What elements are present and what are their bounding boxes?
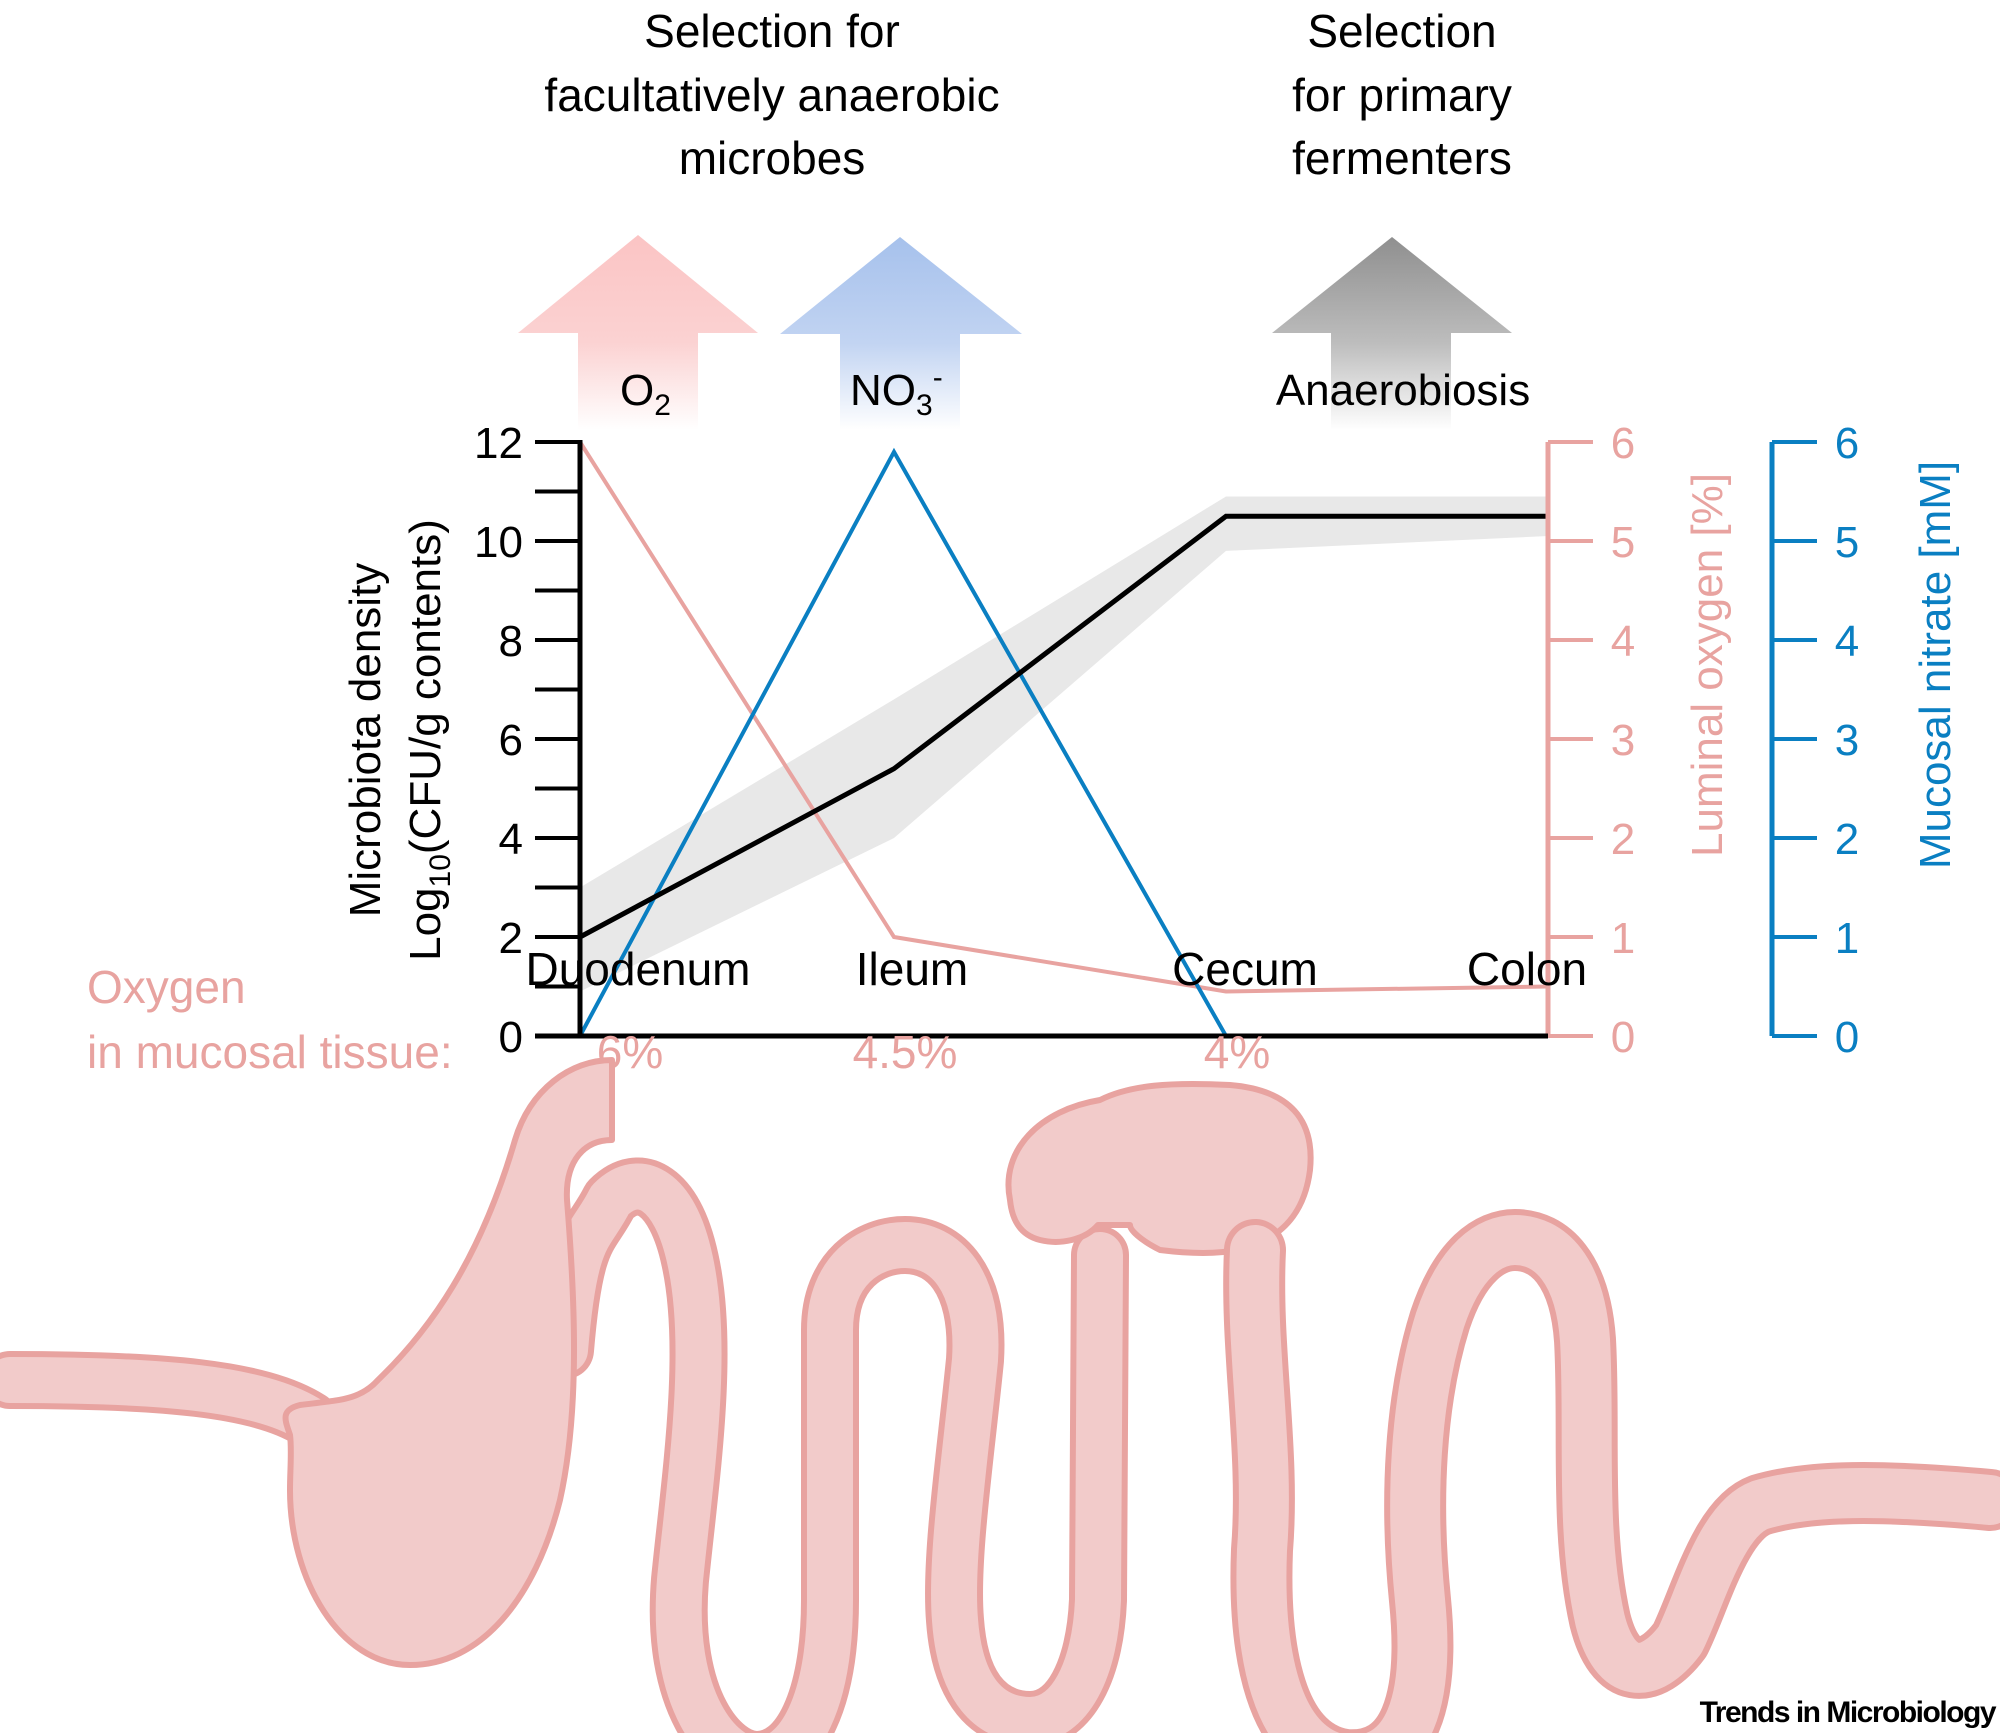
mucosal-nitrate-axis-tick-label: 6 xyxy=(1835,419,1859,468)
left-axis: 0 2 4 6 8 10 12 xyxy=(474,419,583,1062)
mucosal-nitrate-axis-tick-label: 2 xyxy=(1835,815,1859,864)
nitrate-arrow-label: NO3- xyxy=(850,361,943,422)
journal-footer: Trends in Microbiology xyxy=(1700,1696,1997,1729)
left-axis-label-line2: Log10(CFU/g contents) xyxy=(401,519,457,961)
luminal-oxygen-axis-tick-label: 2 xyxy=(1611,815,1635,864)
luminal-oxygen-axis-tick-label: 5 xyxy=(1611,518,1635,567)
density-confidence-band xyxy=(580,496,1548,992)
microbiota-density-line xyxy=(578,513,1548,940)
oxygen-tissue-ileum: 4.5% xyxy=(853,1026,958,1078)
left-axis-tick-label: 12 xyxy=(474,419,523,468)
luminal-oxygen-axis-tick-label: 3 xyxy=(1611,716,1635,765)
x-axis-category-label: Colon xyxy=(1467,943,1587,995)
oxygen-arrow-label: O2 xyxy=(620,366,671,422)
oxygen-tissue-label-line2: in mucosal tissue: xyxy=(87,1026,453,1078)
colon-fill xyxy=(1229,1215,2000,1733)
x-axis: Duodenum Ileum Cecum Colon xyxy=(525,943,1587,1039)
left-axis-tick-label: 0 xyxy=(499,1013,523,1062)
heading-right-line2: for primary xyxy=(1292,69,1512,121)
heading-left-line3: microbes xyxy=(679,132,866,184)
series-layer xyxy=(578,440,1549,1037)
left-axis-label-line1: Microbiota density xyxy=(341,563,390,918)
right1-axis-label: Luminal oxygen [%] xyxy=(1683,473,1732,857)
left-axis-tick-label: 4 xyxy=(499,815,523,864)
luminal-oxygen-axis-tick-label: 0 xyxy=(1611,1013,1635,1062)
nitrate-arrow-shape xyxy=(780,237,1022,430)
left-axis-tick-label: 2 xyxy=(499,914,523,963)
luminal-oxygen-axis-tick-label: 4 xyxy=(1611,617,1635,666)
anaerobiosis-arrow: Anaerobiosis xyxy=(1272,237,1530,430)
left-axis-tick-label: 6 xyxy=(499,716,523,765)
luminal-oxygen-axis: 0 1 2 3 4 5 6 xyxy=(1545,419,1635,1062)
x-axis-category-label: Duodenum xyxy=(525,943,750,995)
oxygen-tissue-label-line1: Oxygen xyxy=(87,961,246,1013)
mucosal-nitrate-axis-tick-label: 1 xyxy=(1835,914,1859,963)
mucosal-nitrate-axis-tick-label: 0 xyxy=(1835,1013,1859,1062)
oxygen-tissue-annotation: Oxygen in mucosal tissue: 6% 4.5% 4% xyxy=(87,961,1270,1078)
x-axis-category-label: Cecum xyxy=(1172,943,1318,995)
stomach xyxy=(282,1057,615,1668)
cecum xyxy=(1005,1080,1314,1256)
anaerobiosis-arrow-shape xyxy=(1272,237,1512,430)
right2-axis-label: Mucosal nitrate [mM] xyxy=(1911,461,1960,869)
luminal-oxygen-axis-tick-label: 1 xyxy=(1611,914,1635,963)
heading-right-line1: Selection xyxy=(1307,5,1496,57)
mucosal-nitrate-axis-tick-label: 5 xyxy=(1835,518,1859,567)
heading-right-line3: fermenters xyxy=(1292,132,1512,184)
mucosal-nitrate-axis: 0 1 2 3 4 5 6 xyxy=(1769,419,1859,1062)
x-axis-category-label: Ileum xyxy=(856,943,968,995)
left-axis-tick-label: 10 xyxy=(474,518,523,567)
heading-fermenters: Selection for primary fermenters xyxy=(1292,5,1512,184)
gut-tube xyxy=(0,1057,2000,1733)
oxygen-arrow: O2 xyxy=(518,235,758,430)
left-axis-tick-label: 8 xyxy=(499,617,523,666)
nitrate-arrow: NO3- xyxy=(780,237,1022,430)
anaerobiosis-arrow-label: Anaerobiosis xyxy=(1276,366,1530,415)
density-band-layer xyxy=(580,496,1548,992)
luminal-oxygen-line xyxy=(578,440,1549,994)
heading-left-line1: Selection for xyxy=(644,5,900,57)
heading-facultative: Selection for facultatively anaerobic mi… xyxy=(544,5,999,184)
mucosal-nitrate-axis-tick-label: 3 xyxy=(1835,716,1859,765)
oxygen-tissue-cecum: 4% xyxy=(1204,1026,1270,1078)
heading-left-line2: facultatively anaerobic xyxy=(544,69,999,121)
luminal-oxygen-axis-tick-label: 6 xyxy=(1611,419,1635,468)
oxygen-arrow-shape xyxy=(518,235,758,430)
mucosal-nitrate-axis-tick-label: 4 xyxy=(1835,617,1859,666)
